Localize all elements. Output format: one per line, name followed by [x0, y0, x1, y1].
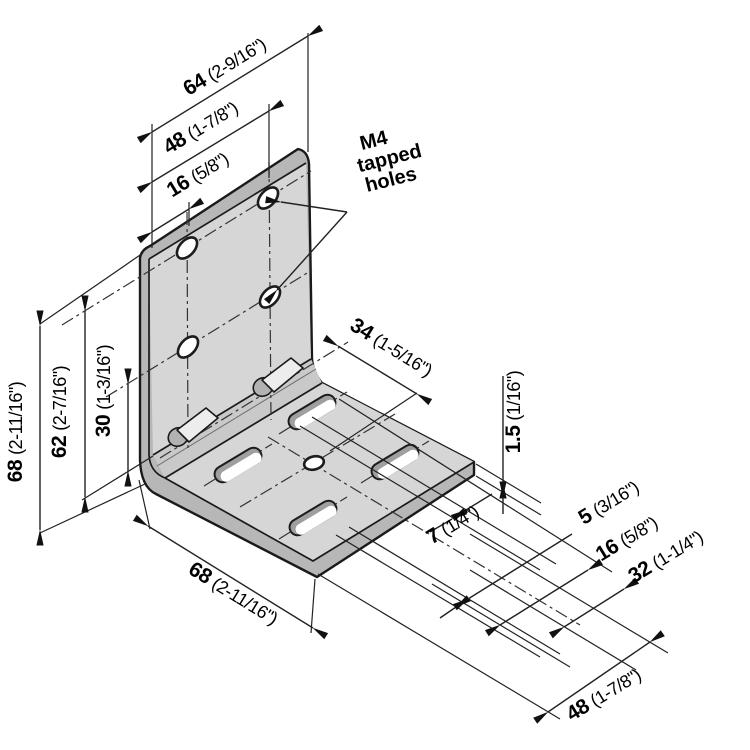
dim-line-16-top: [136, 197, 205, 244]
dimension-lines: [36, 24, 665, 724]
dim-text-64: 64(2-9/16"): [179, 33, 270, 101]
dim-line-34: [322, 334, 433, 406]
m4-leader-top: [265, 196, 348, 213]
dim-text-48-top: 48(1-7/8"): [159, 96, 242, 159]
dim-text-1-5: 1.5(1/16"): [502, 371, 525, 454]
bend-tab-left: [167, 407, 219, 448]
m4-leader-bottom: [263, 211, 348, 304]
dim-line-48-top: [136, 99, 285, 194]
dim-line-5: [452, 533, 573, 611]
dimension-labels: 64(2-9/16") 48(1-7/8") 16(5/8") 68(2-11/…: [4, 33, 706, 726]
fillet-mid-line: [156, 368, 317, 467]
tapped-hole-bottom-left: [176, 335, 200, 359]
dim-line-48-base: [533, 630, 665, 724]
dim-text-68-base: 68(2-11/16"): [185, 557, 283, 629]
tab-left-face: [176, 407, 219, 443]
base-center-hole: [302, 454, 326, 472]
dim-line-68-base: [132, 514, 329, 640]
extension-lines: [39, 33, 669, 720]
slot-left: [213, 446, 263, 484]
dim-line-7: [450, 493, 493, 522]
bend-tab-right: [252, 357, 304, 398]
dim-text-5: 5(3/16"): [574, 475, 642, 529]
bend-tabs: [167, 357, 304, 448]
dim-text-34: 34(1-5/16"): [346, 314, 437, 382]
m4-tapped-holes-label: M4 tapped holes: [355, 127, 424, 197]
dim-text-68-left: 68(2-11/16"): [4, 382, 27, 482]
dim-text-30: 30(1-3/16"): [92, 345, 115, 437]
dim-line-16-base: [484, 558, 604, 637]
hole-column-left-centerline: [186, 211, 189, 449]
bend-fillet: [153, 359, 322, 478]
dim-line-5-tail: [439, 595, 471, 619]
dim-text-62: 62(2-7/16"): [48, 366, 71, 458]
tab-right-face: [261, 357, 304, 393]
fillet-lower-tangent: [164, 382, 323, 479]
dim-text-7: 7(1/4"): [422, 500, 482, 549]
dim-line-7-tail: [429, 508, 468, 533]
